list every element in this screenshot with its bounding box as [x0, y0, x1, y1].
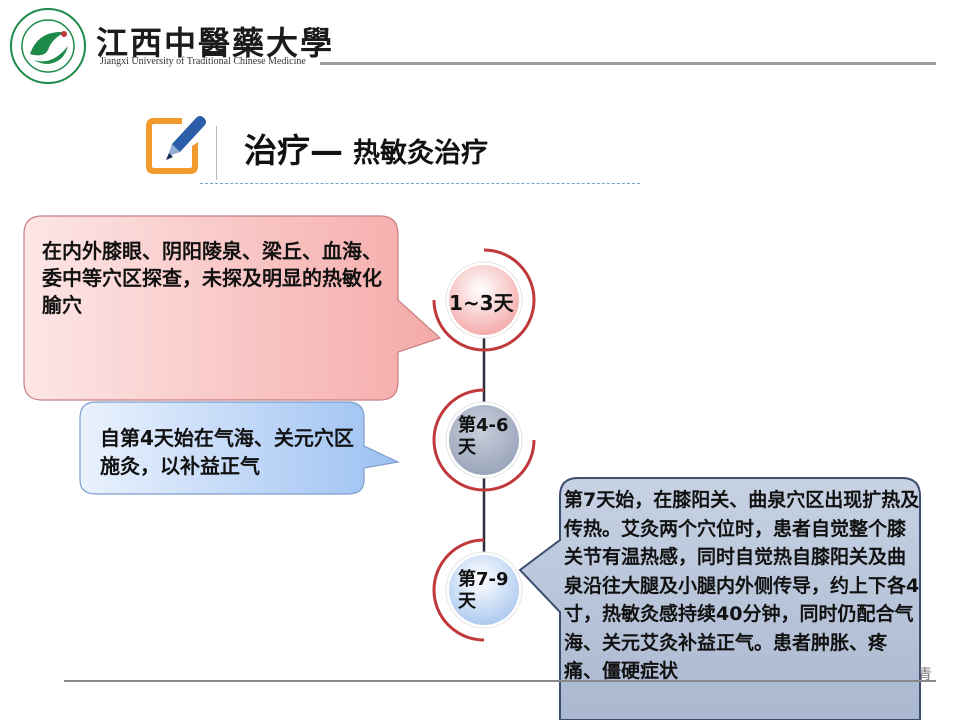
timeline-node-3 — [432, 538, 523, 642]
university-seal-logo — [10, 8, 86, 84]
title-main: 治疗 — [244, 131, 310, 170]
bubble-2-text: 自第4天始在气海、关元穴区施灸，以补益正气 — [100, 426, 354, 478]
pen-edit-icon — [146, 116, 206, 174]
bubble-1 — [23, 215, 442, 401]
bubble-2 — [79, 401, 400, 495]
university-name-en: Jiangxi University of Traditional Chines… — [100, 56, 306, 67]
bubble-3 — [518, 477, 921, 720]
timeline-node-1 — [432, 248, 536, 352]
timeline-node-2 — [432, 388, 536, 492]
bubble-1-text: 在内外膝眼、阴阳陵泉、梁丘、血海、委中等穴区探查，未探及明显的热敏化腧穴 — [42, 239, 382, 317]
title-dash: — — [310, 131, 343, 170]
bubble-3-text: 第7天始，在膝阳关、曲泉穴区出现扩热及传热。艾灸两个穴位时，患者自觉整个膝关节有… — [564, 489, 920, 682]
timeline-node-3-label: 第7-9天 — [458, 569, 509, 612]
title-divider — [216, 126, 217, 180]
title-sub: 热敏灸治疗 — [353, 138, 488, 169]
title-underline — [200, 183, 640, 184]
timeline-node-1-label: 1~3天 — [449, 291, 514, 315]
footer-mark: 青 — [918, 667, 932, 683]
header-rule — [320, 62, 936, 65]
footer-rule — [64, 680, 936, 682]
university-name-cn: 江西中醫藥大學 — [96, 24, 335, 62]
timeline-node-2-label: 第4-6天 — [458, 415, 509, 458]
slide-title: 治疗— 热敏灸治疗 — [244, 124, 488, 172]
